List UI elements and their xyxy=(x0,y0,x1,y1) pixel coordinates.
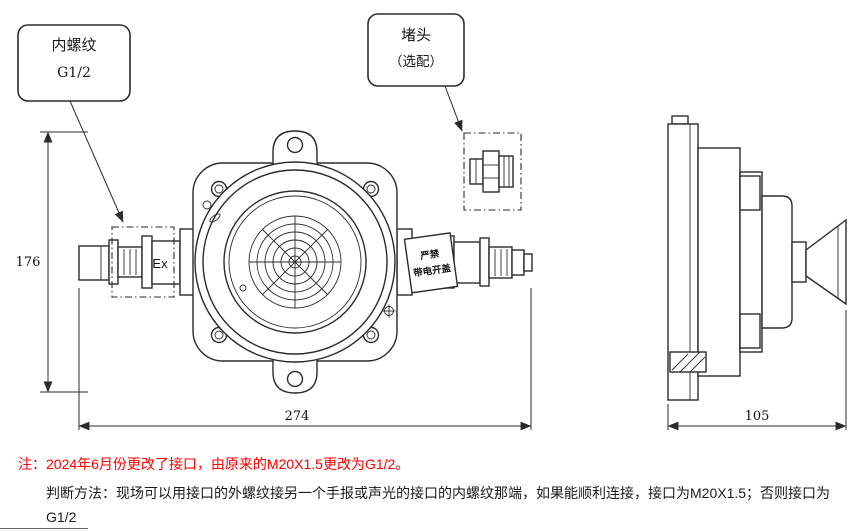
callout-thread-arrow xyxy=(69,100,124,223)
dim-width-label: 274 xyxy=(285,409,310,424)
warning-label-line2: 带电开盖 xyxy=(412,262,452,279)
dimension-height: 176 xyxy=(16,131,88,393)
bottom-boss xyxy=(739,313,761,349)
top-boss xyxy=(739,175,761,211)
change-note: 注：2024年6月份更改了接口，由原来的M20X1.5更改为G1/2。 xyxy=(18,456,410,472)
dimension-depth: 105 xyxy=(667,310,847,431)
side-view xyxy=(667,115,847,401)
plate-connector-block xyxy=(669,351,707,373)
callout-plug-arrow xyxy=(444,85,463,132)
plug-highlight-box xyxy=(463,132,522,211)
callout-internal-thread: 内螺纹 G1/2 xyxy=(17,24,131,223)
callout-plug: 堵头 （选配） xyxy=(367,13,465,132)
sensor-horn xyxy=(805,218,847,306)
bottom-rule xyxy=(0,528,88,529)
cover-screw xyxy=(239,284,247,292)
method-note-line1: 判断方法：现场可以用接口的外螺纹接另一个手报或声光的接口的内螺纹那端，如果能顺利… xyxy=(46,485,831,525)
small-slot xyxy=(209,213,221,223)
ex-mark-label: Ex xyxy=(152,256,168,271)
warning-label-line1: 严禁 xyxy=(419,248,441,263)
plug-detail xyxy=(463,132,522,211)
drawing-svg: Ex 严禁 带电开盖 xyxy=(16,13,847,431)
callout-thread-line2: G1/2 xyxy=(57,65,91,81)
callout-plug-line2: （选配） xyxy=(389,54,443,69)
left-conduit-entry: Ex xyxy=(78,226,195,298)
right-conduit-entry: 严禁 带电开盖 xyxy=(396,228,533,296)
warning-plate: 严禁 带电开盖 xyxy=(403,232,459,294)
notes-section: 注：2024年6月份更改了接口，由原来的M20X1.5更改为G1/2。 判断方法… xyxy=(0,448,860,532)
small-bolt xyxy=(202,200,212,210)
front-view: Ex 严禁 带电开盖 xyxy=(78,130,533,394)
ground-screw xyxy=(382,304,396,318)
dim-height-label: 176 xyxy=(16,255,41,270)
dimension-width: 274 xyxy=(78,288,532,431)
detector-body xyxy=(194,161,396,363)
dim-depth-label: 105 xyxy=(745,409,770,424)
mounting-tabs xyxy=(272,130,318,394)
callout-thread-line1: 内螺纹 xyxy=(51,37,96,54)
thread-highlight-box xyxy=(111,226,175,298)
callout-plug-line1: 堵头 xyxy=(401,27,431,44)
